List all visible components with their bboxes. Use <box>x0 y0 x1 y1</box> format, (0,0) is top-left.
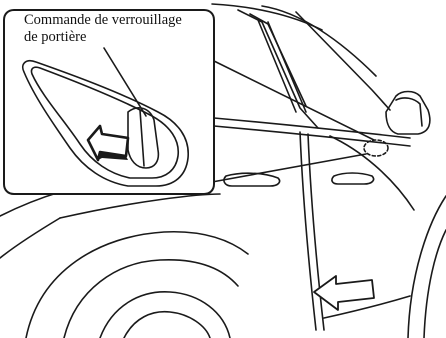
roof-line <box>212 4 322 30</box>
door-opening-arrow <box>314 276 374 310</box>
rear-tire-rim <box>124 312 210 338</box>
rear-window <box>296 12 390 110</box>
arrow-icon <box>314 276 374 310</box>
body-side-crease <box>60 194 220 218</box>
front-wheel-arch <box>408 196 446 338</box>
leader-line-bottom <box>212 154 366 182</box>
rear-wheel-arch-inner <box>64 260 238 338</box>
front-door-handle <box>332 173 374 184</box>
side-mirror-inner <box>396 98 422 126</box>
door-lock-control-label: Commande de verrouillage de portière <box>24 12 214 46</box>
belt-line-lower <box>214 126 410 146</box>
label-line-1: Commande de verrouillage <box>24 12 214 29</box>
rear-tire <box>100 292 230 338</box>
label-line-2: de portière <box>24 29 214 46</box>
rear-bumper-line <box>0 218 60 258</box>
front-wheel-arch-inner <box>424 230 446 338</box>
rear-window-top <box>262 6 376 76</box>
